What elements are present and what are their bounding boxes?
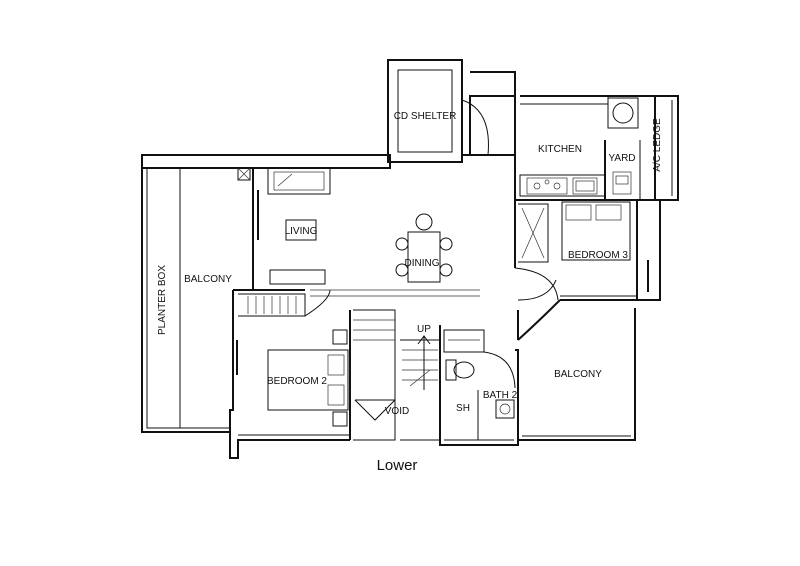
label-void: VOID	[385, 406, 409, 417]
bedroom2	[236, 289, 351, 440]
sofa-icon	[267, 167, 331, 195]
basin-icon	[495, 399, 515, 419]
toilet-icon	[445, 359, 475, 381]
dryer-icon	[612, 171, 632, 195]
label-kitchen: KITCHEN	[538, 144, 582, 155]
balcony-right	[517, 279, 636, 441]
dining-table-icon	[395, 213, 453, 283]
label-bedroom3: BEDROOM 3	[568, 250, 628, 261]
bed-icon	[561, 201, 631, 261]
stove-icon	[526, 177, 568, 195]
side-table-icon	[237, 167, 251, 181]
plan-caption: Lower	[377, 457, 418, 474]
washer-icon	[607, 97, 639, 129]
label-planter-box: PLANTER BOX	[157, 265, 168, 335]
bath2	[439, 325, 519, 446]
label-dining: DINING	[405, 258, 440, 269]
label-yard: YARD	[608, 153, 635, 164]
stair-void	[353, 309, 441, 441]
bed-icon	[267, 349, 349, 411]
label-bedroom2: BEDROOM 2	[267, 376, 327, 387]
exterior-walls	[141, 59, 516, 459]
label-ac-ledge: A/C LEDGE	[652, 118, 663, 172]
label-shower: SH	[456, 403, 470, 414]
label-bath2: BATH 2	[483, 390, 518, 401]
living-dining	[237, 167, 480, 297]
bedroom3-walls	[514, 200, 661, 301]
label-balcony-right: BALCONY	[554, 369, 602, 380]
tv-console-icon	[269, 269, 326, 285]
label-living: LIVING	[285, 226, 318, 237]
label-stair-up: UP	[417, 324, 431, 335]
sink-icon	[572, 177, 598, 195]
living-tag-box	[285, 219, 317, 241]
label-balcony-left: BALCONY	[184, 274, 232, 285]
label-cd-shelter: CD SHELTER	[394, 111, 457, 122]
